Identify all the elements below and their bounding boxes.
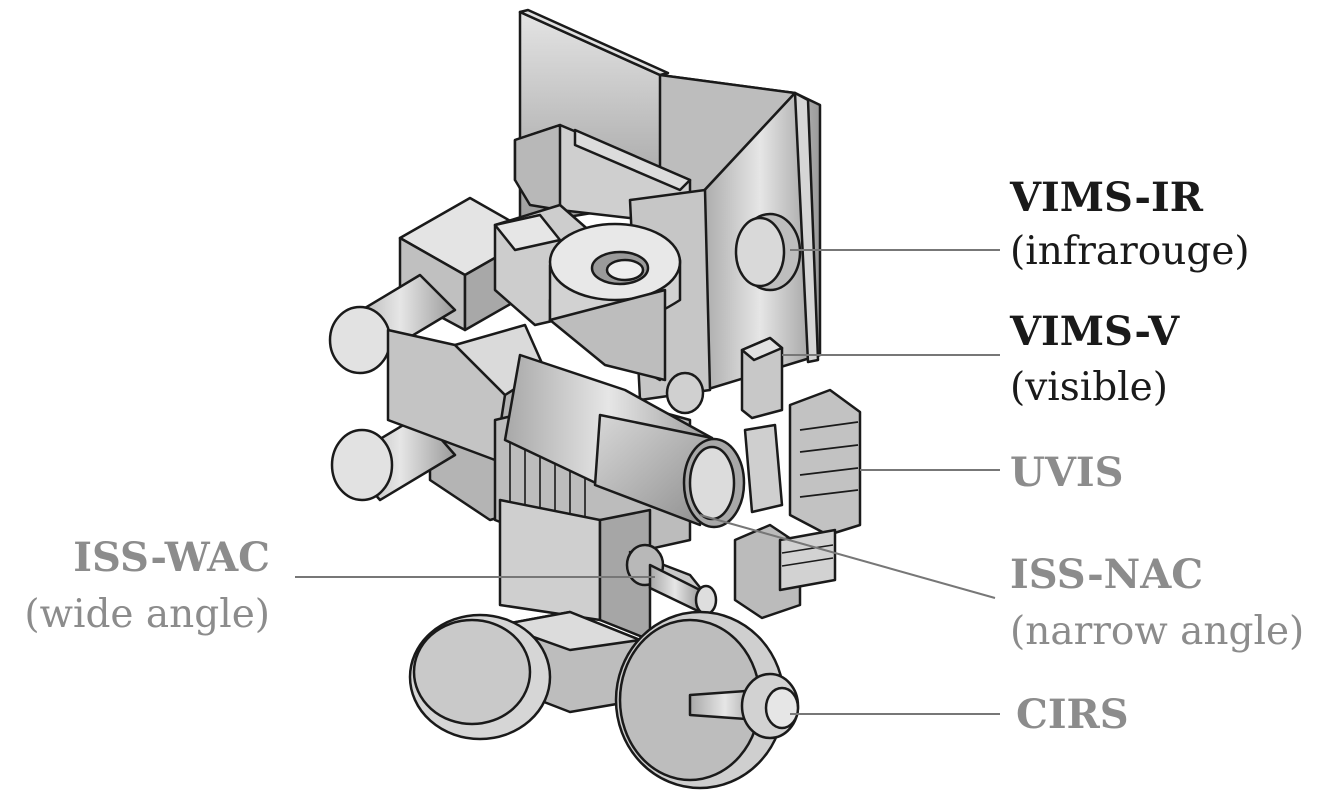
label-vims-v-desc: (visible) bbox=[1010, 365, 1168, 410]
cirs-dish bbox=[614, 610, 800, 790]
uvis-unit bbox=[743, 388, 862, 537]
left-dish bbox=[408, 613, 552, 741]
vims-v-unit bbox=[740, 336, 784, 420]
label-vims-ir: VIMS-IR bbox=[1010, 174, 1203, 221]
label-iss-wac: ISS-WAC bbox=[73, 534, 270, 581]
label-iss-nac-desc: (narrow angle) bbox=[1010, 609, 1305, 654]
label-iss-nac: ISS-NAC bbox=[1010, 551, 1204, 598]
label-cirs: CIRS bbox=[1016, 691, 1129, 738]
iss-wac-camera bbox=[625, 543, 718, 616]
label-iss-wac-desc: (wide angle) bbox=[24, 592, 270, 637]
vims-ir-lens bbox=[734, 212, 802, 292]
leader-iss-nac bbox=[699, 514, 996, 599]
left-cylinder-lower bbox=[330, 413, 457, 502]
mirror-mount bbox=[548, 222, 682, 382]
label-vims-ir-desc: (infrarouge) bbox=[1010, 229, 1250, 274]
label-uvis: UVIS bbox=[1010, 449, 1124, 496]
iss-nac-telescope bbox=[503, 353, 746, 529]
lower-right-blocks bbox=[733, 523, 837, 620]
label-vims-v: VIMS-V bbox=[1010, 308, 1180, 355]
